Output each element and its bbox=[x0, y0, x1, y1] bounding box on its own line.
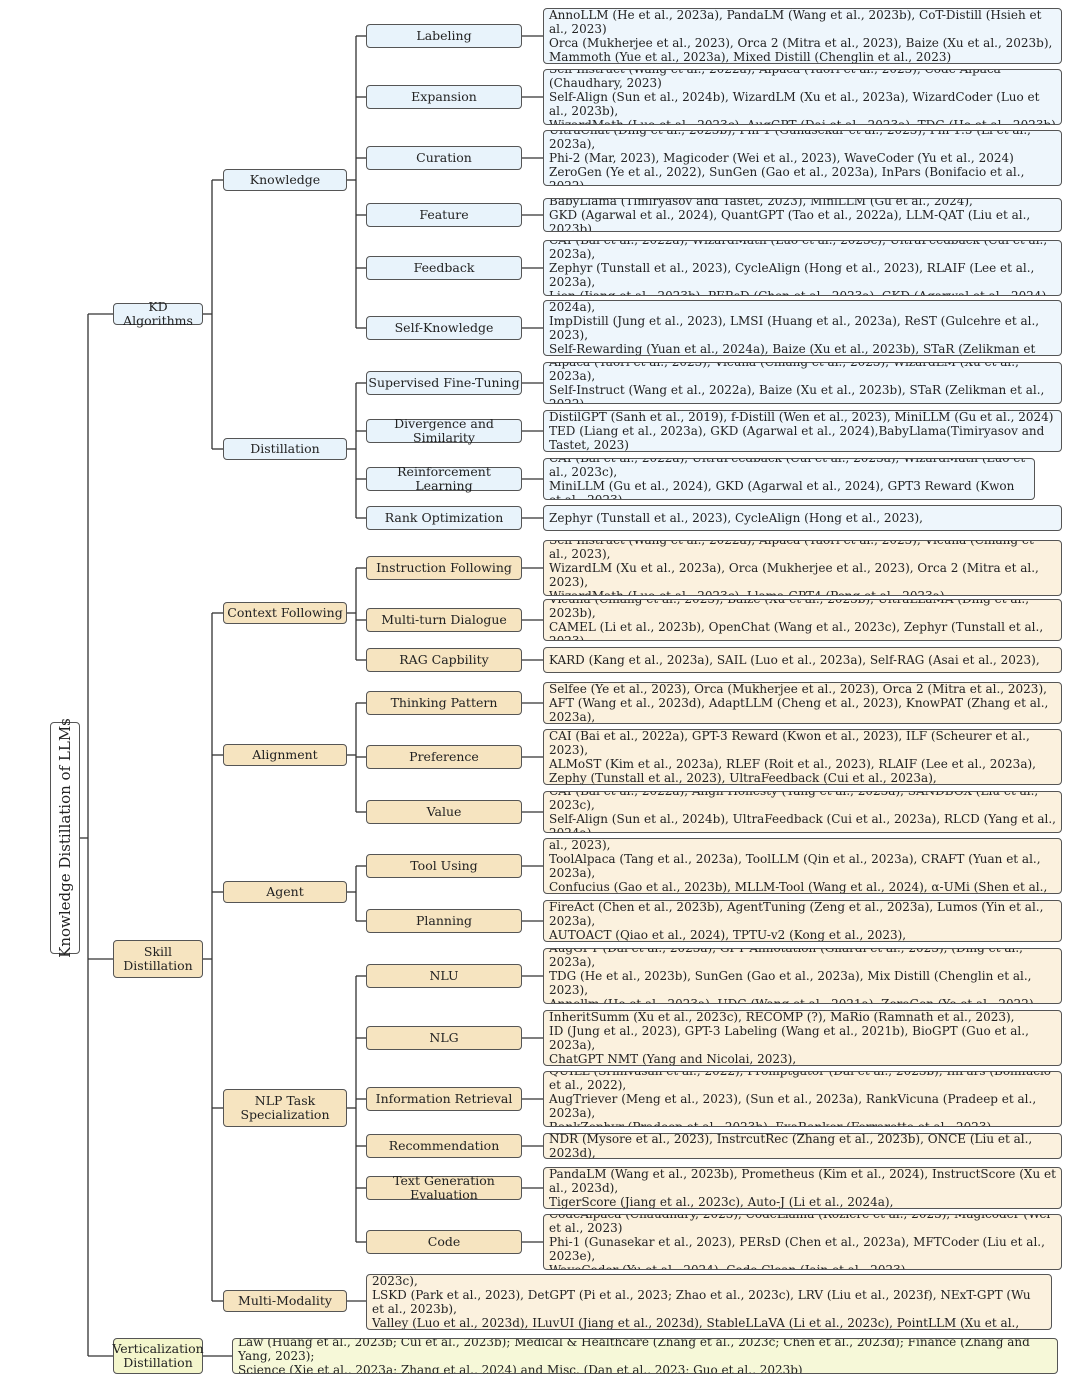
method-node: Planning bbox=[366, 909, 522, 933]
references-list: AugGPT (Dai et al., 2023a), GPT Annotati… bbox=[543, 948, 1062, 1004]
references-list: Self-Instruct (Wang et al., 2022a), Alpa… bbox=[543, 540, 1062, 596]
root-node: Knowledge Distillation of LLMs bbox=[50, 718, 80, 958]
references-list: QUILL (Srinivasan et al., 2022), Promptg… bbox=[543, 1071, 1062, 1127]
subcategory-node-mm: Multi-Modality bbox=[223, 1290, 347, 1312]
subcategory-node-knowledge: Knowledge bbox=[223, 169, 347, 191]
method-node: NLG bbox=[366, 1026, 522, 1050]
category-node-vert: Verticalization Distillation bbox=[112, 1338, 204, 1374]
root-label: Knowledge Distillation of LLMs bbox=[56, 718, 74, 958]
references-list: UltraChat (Ding et al., 2023b), Phi-1 (G… bbox=[543, 130, 1062, 186]
references-list: CAI (Bai et al., 2022a), UltraFeedback (… bbox=[543, 458, 1035, 500]
references-list: DistilGPT (Sanh et al., 2019), f-Distill… bbox=[543, 410, 1062, 452]
method-node: Self-Knowledge bbox=[366, 316, 522, 340]
method-node: Feature bbox=[366, 203, 522, 227]
method-node: Text Generation Evaluation bbox=[366, 1174, 522, 1202]
method-node: Expansion bbox=[366, 85, 522, 109]
references-list: AnnoLLM (He et al., 2023a), PandaLM (Wan… bbox=[543, 8, 1062, 64]
method-node: Instruction Following bbox=[366, 556, 522, 580]
method-node: Recommendation bbox=[366, 1134, 522, 1158]
references-list: Self-Instruct (Wang et al., 2022a), Alpa… bbox=[543, 69, 1062, 125]
references-list: Vicuna (Chiang et al., 2023), Baize (Xu … bbox=[543, 599, 1062, 641]
subcategory-node-context: Context Following bbox=[223, 602, 347, 624]
method-node: Preference bbox=[366, 745, 522, 769]
references-list: Alpaca (Taori et al., 2023), Vicuna (Chi… bbox=[543, 362, 1062, 404]
references-list: CAI (Bai et al., 2022a), WizardMath (Luo… bbox=[543, 240, 1062, 296]
references-list: Selfee (Ye et al., 2023), Orca (Mukherje… bbox=[543, 682, 1062, 724]
method-node: Code bbox=[366, 1230, 522, 1254]
method-node: Supervised Fine-Tuning bbox=[366, 371, 522, 395]
references-list: Zephyr (Tunstall et al., 2023), CycleAli… bbox=[543, 505, 1062, 531]
subcategory-node-alignment: Alignment bbox=[223, 744, 347, 766]
category-node-skill: Skill Distillation bbox=[113, 940, 203, 978]
method-node: Labeling bbox=[366, 24, 522, 48]
method-node: Value bbox=[366, 800, 522, 824]
references-list: PandaLM (Wang et al., 2023b), Prometheus… bbox=[543, 1167, 1062, 1209]
method-node: Divergence and Similarity bbox=[366, 417, 522, 445]
references-mm: LLaVA (Liu et al., 2023a), SVIT (Zhao et… bbox=[366, 1274, 1052, 1330]
references-list: InheritSumm (Xu et al., 2023c), RECOMP (… bbox=[543, 1010, 1062, 1066]
subcategory-node-agent: Agent bbox=[223, 881, 347, 903]
references-list: BabyLlama (Timiryasov and Tastet, 2023),… bbox=[543, 198, 1062, 232]
references-list: Toolformer (Schick et al., 2023), Graph-… bbox=[543, 838, 1062, 894]
method-node: RAG Capbility bbox=[366, 648, 522, 672]
references-vert: Law (Huang et al., 2023b; Cui et al., 20… bbox=[232, 1338, 1058, 1374]
category-node-kd: KD Algorithms bbox=[113, 300, 203, 328]
method-node: Thinking Pattern bbox=[366, 691, 522, 715]
method-node: Reinforcement Learning bbox=[366, 465, 522, 493]
references-list: CAI (Bai et al., 2022a), GPT-3 Reward (K… bbox=[543, 729, 1062, 785]
references-list: NDR (Mysore et al., 2023), InstrcutRec (… bbox=[543, 1133, 1062, 1159]
references-list: Self-Instruct (Wang et al., 2022a), Self… bbox=[543, 300, 1062, 356]
method-node: NLU bbox=[366, 964, 522, 988]
method-node: Information Retrieval bbox=[366, 1087, 522, 1111]
subcategory-node-distillation: Distillation bbox=[223, 438, 347, 460]
method-node: Tool Using bbox=[366, 854, 522, 878]
references-list: CAI (Bai et al., 2022a), Align Honesty (… bbox=[543, 791, 1062, 833]
references-list: KARD (Kang et al., 2023a), SAIL (Luo et … bbox=[543, 647, 1062, 673]
references-list: CodeAlpaca (Chaudhary, 2023), CodeLlama … bbox=[543, 1214, 1062, 1270]
method-node: Multi-turn Dialogue bbox=[366, 608, 522, 632]
references-list: FireAct (Chen et al., 2023b), AgentTunin… bbox=[543, 900, 1062, 942]
subcategory-node-nlp: NLP Task Specialization bbox=[223, 1089, 347, 1127]
method-node: Rank Optimization bbox=[366, 506, 522, 530]
method-node: Feedback bbox=[366, 256, 522, 280]
method-node: Curation bbox=[366, 146, 522, 170]
